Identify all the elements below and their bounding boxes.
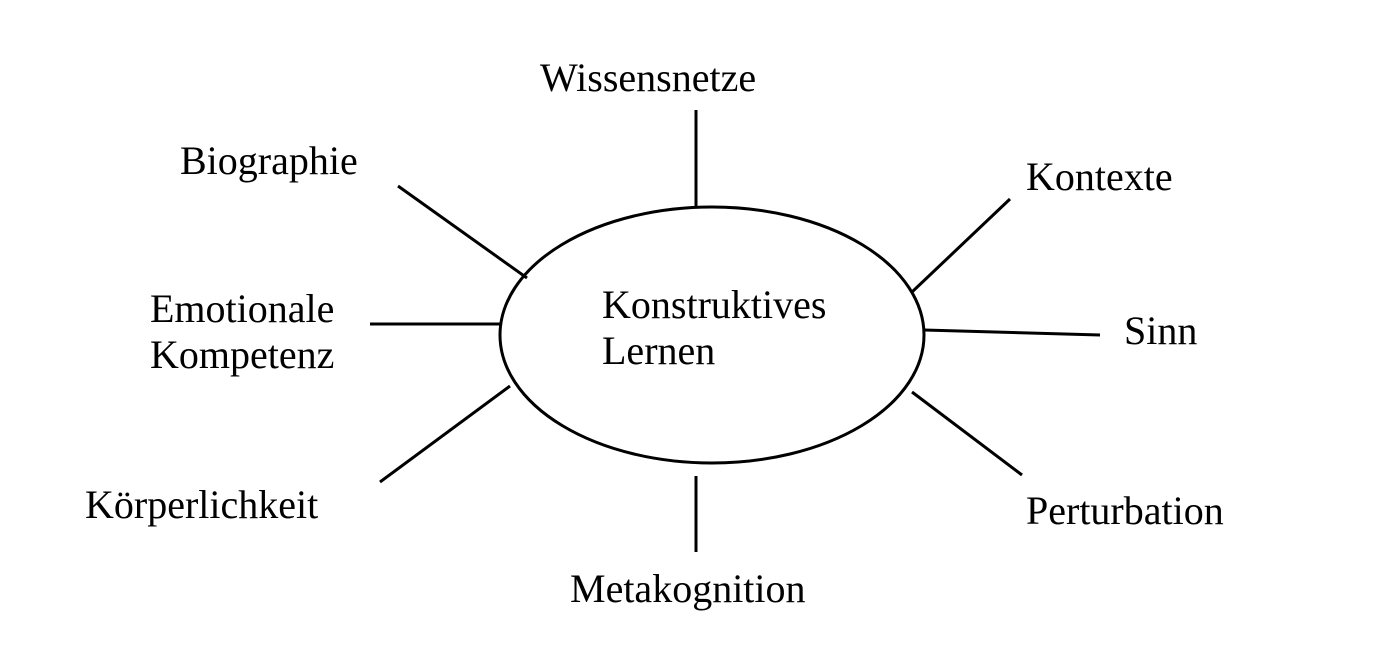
node-biographie: Biographie [180, 138, 358, 183]
node-metakognition: Metakognition [570, 566, 806, 611]
connector-biographie [397, 184, 528, 280]
node-emotionale-kompetenz: Emotionale Kompetenz [150, 286, 334, 378]
node-perturbation: Perturbation [1026, 488, 1224, 533]
center-line-2: Lernen [602, 328, 716, 373]
center-line-1: Konstruktives [602, 282, 827, 327]
node-kontexte: Kontexte [1026, 154, 1173, 199]
node-sinn: Sinn [1124, 308, 1198, 353]
connector-sinn [923, 328, 1101, 337]
center-node-label: Konstruktives Lernen [602, 282, 826, 374]
node-emotionale-line-2: Kompetenz [150, 332, 335, 377]
node-koerperlichkeit: Körperlichkeit [85, 482, 319, 527]
connector-kontexte [910, 197, 1012, 294]
connector-koerperlichkeit [379, 384, 511, 484]
node-emotionale-line-1: Emotionale [150, 286, 335, 331]
connector-perturbation [911, 390, 1023, 477]
center-ellipse [498, 205, 926, 465]
node-wissensnetze: Wissensnetze [540, 55, 757, 100]
